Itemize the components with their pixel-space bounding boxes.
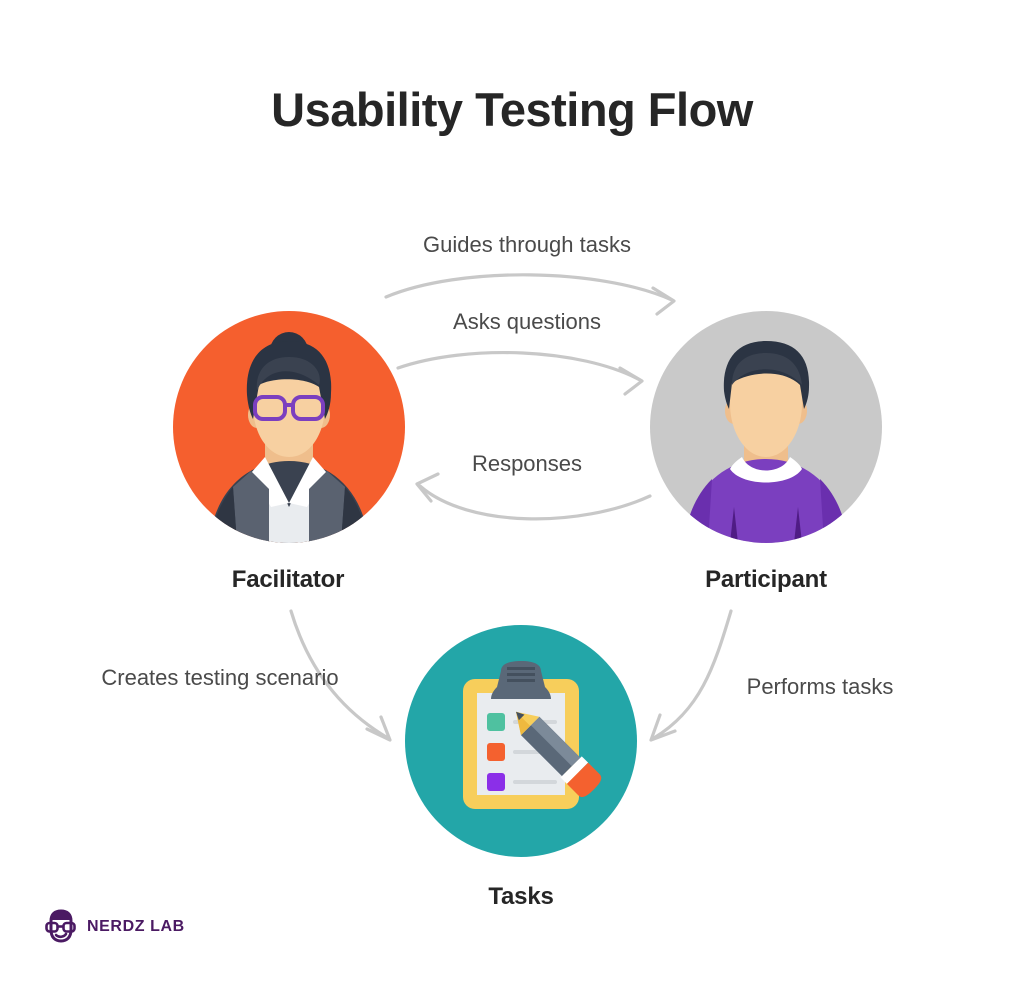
node-label-facilitator: Facilitator	[231, 566, 345, 593]
node-facilitator[interactable]	[173, 311, 405, 543]
brand-logo[interactable]: NERDZ LAB	[44, 908, 185, 946]
clipboard-pencil-icon	[463, 661, 602, 809]
flow-label-responses: Responses	[471, 451, 583, 476]
brand-logo-text: NERDZ LAB	[87, 918, 185, 935]
node-tasks[interactable]	[405, 625, 637, 857]
man-avatar-icon	[684, 341, 848, 543]
node-label-tasks: Tasks	[488, 883, 554, 910]
woman-avatar-icon	[209, 332, 369, 543]
flow-label-guides-through-tasks: Guides through tasks	[423, 232, 631, 257]
arrow-responses	[415, 472, 652, 521]
node-label-participant: Participant	[705, 566, 827, 593]
flow-label-creates-testing-scenario: Creates testing scenario	[101, 665, 339, 690]
flow-label-asks-questions: Asks questions	[453, 309, 601, 334]
node-participant[interactable]	[650, 311, 882, 543]
nerd-face-icon	[45, 909, 76, 943]
page-title: Usability Testing Flow	[271, 83, 753, 136]
arrow-asks-questions	[396, 350, 644, 396]
flow-label-performs-tasks: Performs tasks	[746, 674, 894, 699]
